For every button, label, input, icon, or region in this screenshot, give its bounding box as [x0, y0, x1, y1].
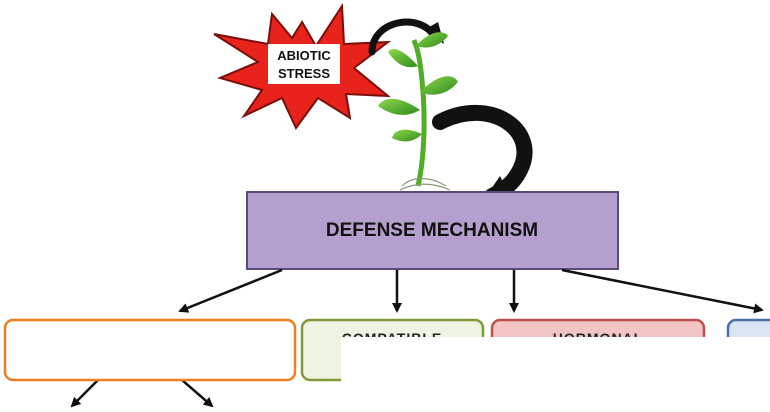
defense-mechanism-label: DEFENSE MECHANISM: [326, 220, 538, 241]
stress-label-line1: ABIOTIC: [277, 48, 331, 63]
branch-box-1: [3, 318, 297, 382]
plant-icon: [378, 32, 458, 191]
connector-arrows: [70, 268, 764, 408]
defense-mechanism-box: DEFENSE MECHANISM: [246, 191, 619, 270]
stress-label-bg: [268, 44, 340, 84]
white-overlay-block: [341, 337, 770, 412]
stress-label-line2: STRESS: [278, 66, 330, 81]
abiotic-stress-starburst: ABIOTIC STRESS: [213, 2, 392, 130]
